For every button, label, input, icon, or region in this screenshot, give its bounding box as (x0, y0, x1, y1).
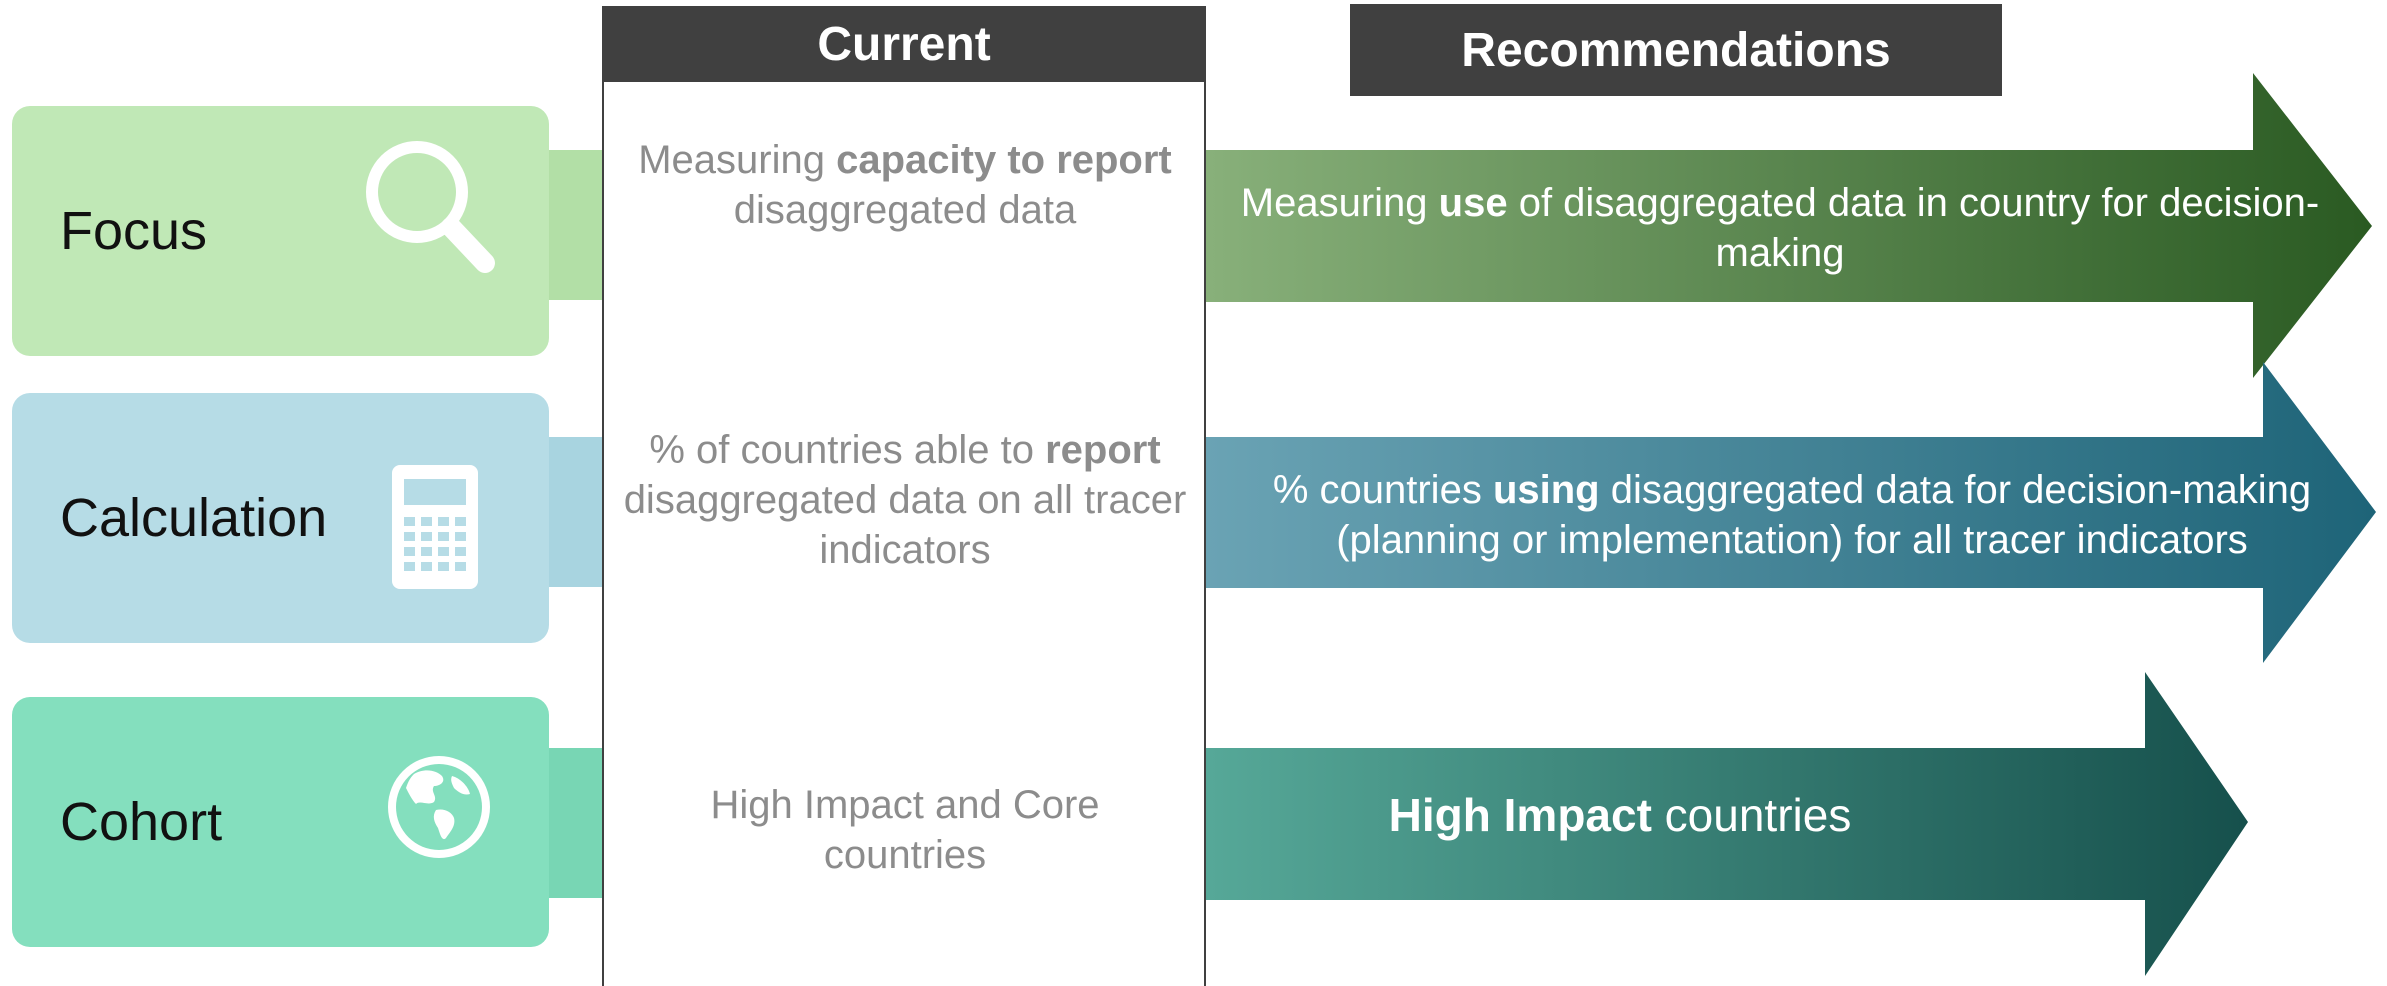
recommendation-cohort-text: High Impact countries (1388, 789, 1852, 841)
connector-focus (548, 150, 604, 300)
magnifier-icon (366, 141, 495, 273)
current-cohort-text: High Impact and Core countries (710, 783, 1100, 877)
arrow-cohort (1206, 672, 2248, 976)
calculator-icon (392, 465, 478, 589)
header-recommendations: Recommendations (1350, 4, 2002, 96)
header-current: Current (602, 6, 1206, 82)
globe-icon (388, 756, 490, 858)
arrow-calculation (1206, 362, 2376, 663)
row-label-cohort: Cohort (60, 792, 223, 852)
current-column (602, 82, 1206, 986)
recommendation-calculation-text: % countries using disaggregated data for… (1272, 468, 2312, 562)
row-label-focus: Focus (60, 201, 208, 261)
connector-calculation (548, 437, 604, 587)
row-label-calculation: Calculation (60, 488, 328, 548)
connector-cohort (548, 748, 604, 898)
arrow-focus (1206, 73, 2372, 378)
current-calculation-text: % of countries able to report disaggrega… (623, 428, 1187, 572)
current-focus-text: Measuring capacity to report disaggregat… (638, 138, 1172, 232)
recommendation-focus-text: Measuring use of disaggregated data in c… (1240, 181, 2320, 275)
